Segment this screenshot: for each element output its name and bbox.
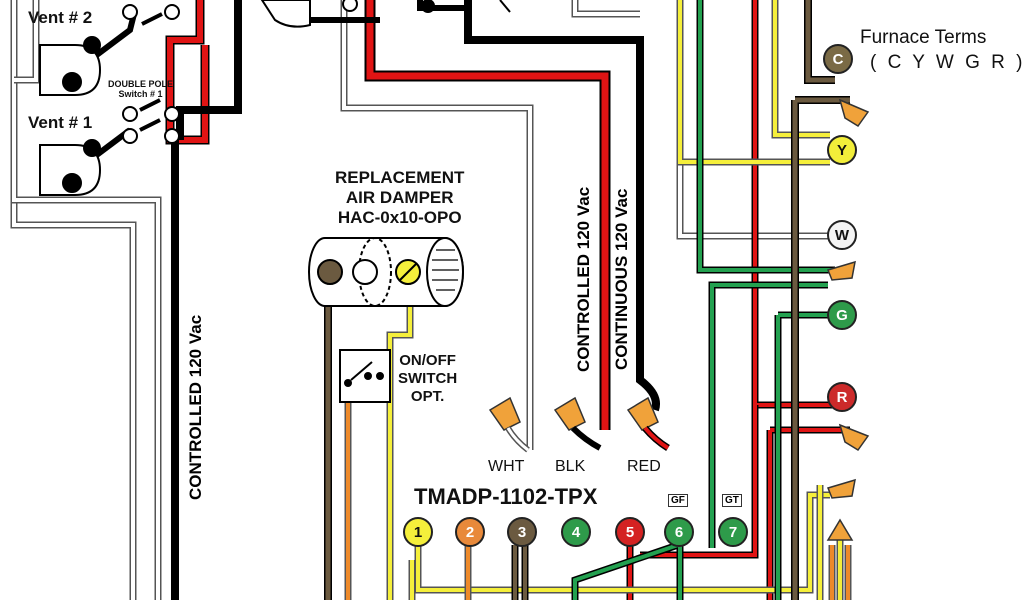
vent-1-motor: [39, 139, 102, 196]
controlled-120vac-mid-label: CONTROLLED 120 Vac: [574, 186, 593, 372]
continuous-120vac-label: CONTINUOUS 120 Vac: [612, 188, 631, 370]
wire-nuts-right: [826, 98, 870, 541]
black-wire-left-controlled: [171, 0, 242, 600]
wire-nut-red: [626, 396, 659, 431]
board-terminal-7-label: 7: [728, 523, 738, 541]
furnace-terminal-c[interactable]: C: [823, 44, 853, 74]
red-wires: [165, 0, 850, 600]
air-damper: [308, 237, 464, 307]
board-terminal-3[interactable]: 3: [507, 517, 537, 547]
furnace-terms-subtitle: ( C Y W G R ): [870, 52, 1024, 73]
board-terminal-5-label: 5: [625, 523, 635, 541]
board-terminal-2[interactable]: 2: [455, 517, 485, 547]
wire-nuts-wht-blk-red: [488, 396, 670, 453]
brown-wires: [324, 0, 850, 600]
vent-1-label: Vent # 1: [28, 113, 93, 132]
furnace-terminal-y[interactable]: Y: [827, 135, 857, 165]
controlled-120vac-left-label: CONTROLLED 120 Vac: [186, 314, 205, 500]
white-wires: [10, 0, 830, 600]
double-pole-switch-label: DOUBLE POLE Switch # 1: [108, 79, 173, 99]
top-contactor: [260, 0, 511, 28]
furnace-terminal-y-label: Y: [836, 141, 847, 159]
furnace-terminal-w-label: W: [834, 226, 850, 244]
damper-label-line1: REPLACEMENT: [335, 168, 465, 187]
switch-label-line2: Switch # 1: [118, 89, 163, 99]
yellow-wire-top: [771, 0, 830, 139]
wire-nut-wht: [488, 396, 521, 431]
board-terminal-6[interactable]: 6: [664, 517, 694, 547]
double-pole-switch: [122, 4, 180, 144]
wire-nut-blk: [553, 396, 586, 431]
vent-2-motor: [39, 36, 102, 96]
model-number-label: TMADP-1102-TPX: [414, 484, 598, 509]
yellow-wires: [386, 0, 844, 600]
black-wire-continuous: [464, 0, 660, 412]
onoff-label-line1: ON/OFF: [399, 352, 456, 369]
damper-label: REPLACEMENT AIR DAMPER HAC-0x10-OPO: [335, 168, 464, 228]
onoff-label-line2: SWITCH: [398, 370, 458, 387]
board-terminal-6-label: 6: [674, 523, 684, 541]
board-terminal-2-label: 2: [465, 523, 475, 541]
board-terminal-4-label: 4: [571, 523, 581, 541]
furnace-terms-title: Furnace Terms: [860, 27, 987, 48]
vent-2-label: Vent # 2: [28, 8, 93, 27]
wht-label: WHT: [488, 458, 525, 475]
green-wires: [571, 0, 835, 600]
white-wire-top-right: [571, 0, 640, 18]
onoff-label-line3: OPT.: [410, 388, 445, 405]
gf-label: GF: [668, 494, 688, 507]
furnace-terminal-g-label: G: [836, 306, 848, 324]
board-terminal-4[interactable]: 4: [561, 517, 591, 547]
furnace-terminal-r-label: R: [836, 388, 848, 406]
furnace-terminal-c-label: C: [832, 50, 844, 68]
board-terminal-1-label: 1: [413, 523, 423, 541]
black-wire-top: [287, 0, 470, 23]
onoff-switch-box: [339, 349, 391, 403]
furnace-terminal-r[interactable]: R: [827, 382, 857, 412]
damper-label-line3: HAC-0x10-OPO: [337, 208, 462, 227]
gt-label: GT: [722, 494, 742, 507]
onoff-switch-label: ON/OFF SWITCH OPT.: [398, 352, 457, 406]
furnace-terminal-w[interactable]: W: [827, 220, 857, 250]
board-terminal-5[interactable]: 5: [615, 517, 645, 547]
switch-label-line1: DOUBLE POLE: [108, 79, 174, 89]
board-terminal-3-label: 3: [517, 523, 527, 541]
blk-label: BLK: [555, 458, 586, 475]
board-terminal-7[interactable]: 7: [718, 517, 748, 547]
orange-wires: [344, 388, 852, 600]
board-terminal-1[interactable]: 1: [403, 517, 433, 547]
furnace-terminal-g[interactable]: G: [827, 300, 857, 330]
damper-label-line2: AIR DAMPER: [345, 188, 454, 207]
red-label: RED: [627, 458, 661, 475]
